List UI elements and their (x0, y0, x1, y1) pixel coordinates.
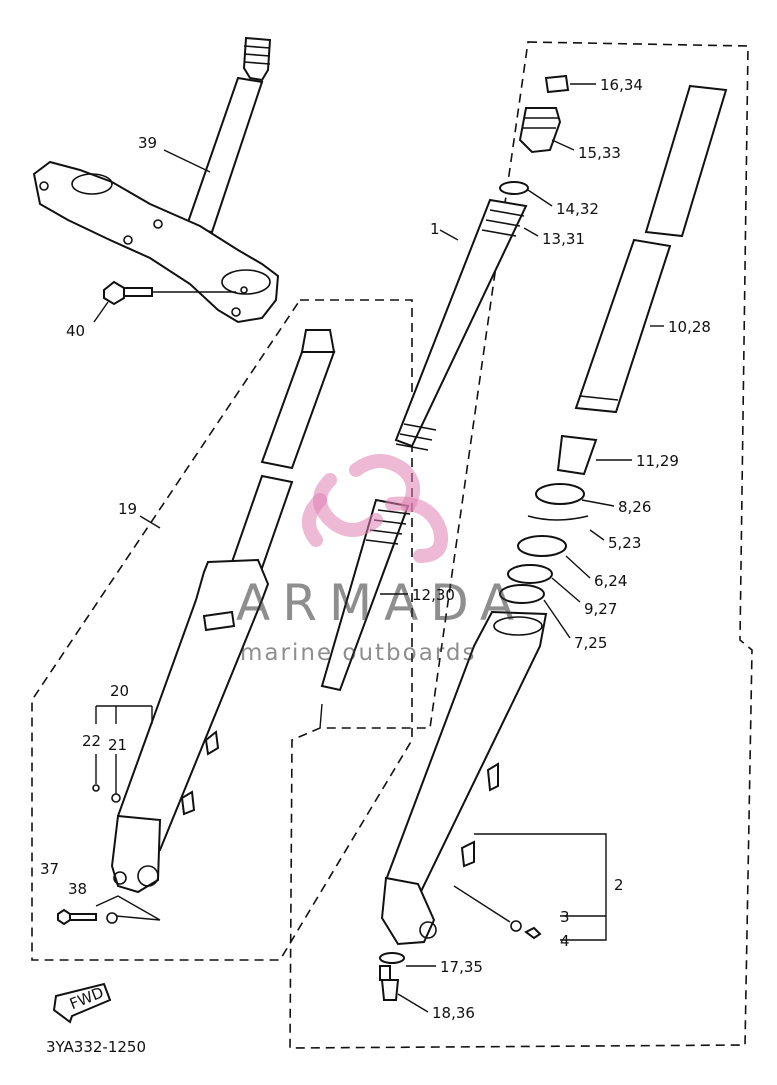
callout-20: 20 (110, 682, 129, 700)
left-fork-group-boundary (31, 299, 413, 961)
pinch-bolt (103, 280, 236, 306)
callout-15-33: 15,33 (578, 144, 621, 162)
callout-16-34: 16,34 (600, 76, 643, 94)
callout-37: 37 (40, 860, 59, 878)
watermark-tagline: marine outboards (240, 640, 476, 666)
fwd-arrow-icon: FWD (52, 982, 112, 1024)
callout-2: 2 (614, 876, 624, 894)
callout-39: 39 (138, 134, 157, 152)
callout-1: 1 (430, 220, 440, 238)
seals-and-rings (499, 434, 598, 604)
callout-5-23: 5,23 (608, 534, 641, 552)
right-fork-outer-tube (379, 610, 548, 1001)
callout-4: 4 (560, 932, 570, 950)
right-fork-group-boundary (289, 41, 753, 1049)
callout-40: 40 (66, 322, 85, 340)
damper-rod-and-spring (319, 198, 528, 729)
callout-7-25: 7,25 (574, 634, 607, 652)
callout-10-28: 10,28 (668, 318, 711, 336)
armada-logo-icon (302, 454, 448, 563)
armada-watermark: ARMADA marine outboards (236, 454, 526, 666)
watermark-brand: ARMADA (236, 574, 526, 632)
callout-9-27: 9,27 (584, 600, 617, 618)
callout-19: 19 (118, 500, 137, 518)
callout-6-24: 6,24 (594, 572, 627, 590)
leader-lines (93, 83, 664, 1013)
callout-8-26: 8,26 (618, 498, 651, 516)
callout-11-29: 11,29 (636, 452, 679, 470)
callout-14-32: 14,32 (556, 200, 599, 218)
steering-stem-bracket (32, 36, 280, 324)
callout-3: 3 (560, 908, 570, 926)
callout-22: 22 (82, 732, 101, 750)
diagram-code: 3YA332-1250 (46, 1038, 146, 1056)
callout-12-30: 12,30 (412, 586, 455, 604)
left-fork-assembly (57, 329, 336, 926)
callout-17-35: 17,35 (440, 958, 483, 976)
callout-38: 38 (68, 880, 87, 898)
right-fork-inner-tube (574, 84, 728, 414)
fork-cap-and-bolt (499, 74, 570, 195)
callout-13-31: 13,31 (542, 230, 585, 248)
callout-18-36: 18,36 (432, 1004, 475, 1022)
callout-21: 21 (108, 736, 127, 754)
